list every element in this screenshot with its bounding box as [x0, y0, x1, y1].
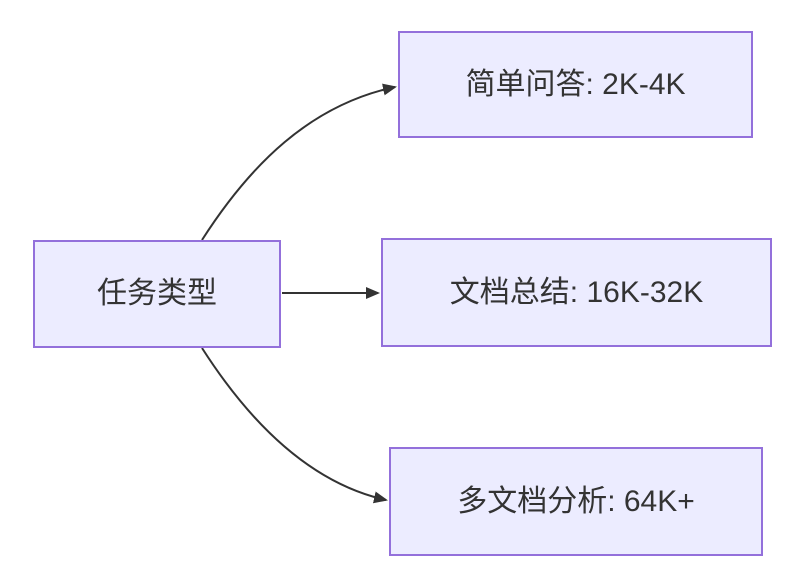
node-simple-qa-label: 简单问答: 2K-4K: [465, 67, 686, 101]
edge-root-to-multidoc: [201, 347, 388, 504]
node-task-type: 任务类型: [33, 240, 281, 348]
node-multi-doc-analysis: 多文档分析: 64K+: [389, 447, 763, 556]
node-simple-qa: 简单问答: 2K-4K: [398, 31, 753, 138]
node-doc-summary-label: 文档总结: 16K-32K: [449, 275, 704, 309]
edge-root-to-qa: [201, 83, 397, 241]
node-doc-summary: 文档总结: 16K-32K: [381, 238, 772, 347]
node-task-type-label: 任务类型: [97, 277, 217, 310]
node-multi-doc-analysis-label: 多文档分析: 64K+: [457, 484, 695, 518]
